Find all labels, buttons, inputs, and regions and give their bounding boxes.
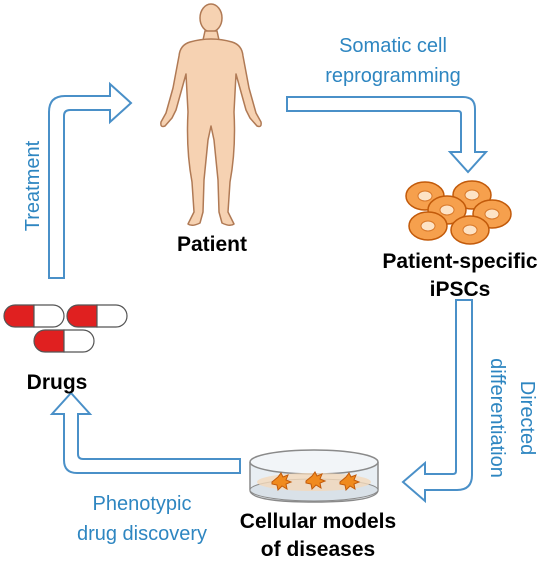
treatment-arrow — [48, 81, 133, 279]
capsule-icon — [3, 304, 128, 353]
capsule-1 — [3, 304, 65, 328]
stem-cell-cluster-icon — [405, 180, 512, 245]
differentiation-label-line1: Directed — [516, 381, 538, 455]
differentiation-arrow — [401, 299, 473, 504]
patient-label: Patient — [177, 233, 247, 256]
discovery-label-line2: drug discovery — [77, 523, 207, 545]
cellular-models-label-line2: of diseases — [261, 538, 375, 561]
discovery-label-line1: Phenotypic — [93, 493, 192, 515]
reprogramming-arrow — [286, 96, 489, 174]
drugs-label: Drugs — [27, 371, 88, 394]
capsule-3 — [33, 329, 95, 353]
ipsc-label-line1: Patient-specific — [382, 250, 538, 273]
differentiation-label-line2: differentiation — [486, 358, 508, 478]
reprogramming-label-line2: reprogramming — [325, 65, 461, 87]
cellular-models-label-line1: Cellular models — [240, 510, 396, 533]
human-figure-icon — [160, 3, 262, 227]
ipsc-label-line2: iPSCs — [430, 278, 491, 301]
petri-dish-icon — [249, 449, 379, 503]
capsule-2 — [66, 304, 128, 328]
reprogramming-label-line1: Somatic cell — [339, 35, 447, 57]
discovery-arrow — [49, 391, 241, 474]
treatment-label: Treatment — [22, 140, 44, 231]
